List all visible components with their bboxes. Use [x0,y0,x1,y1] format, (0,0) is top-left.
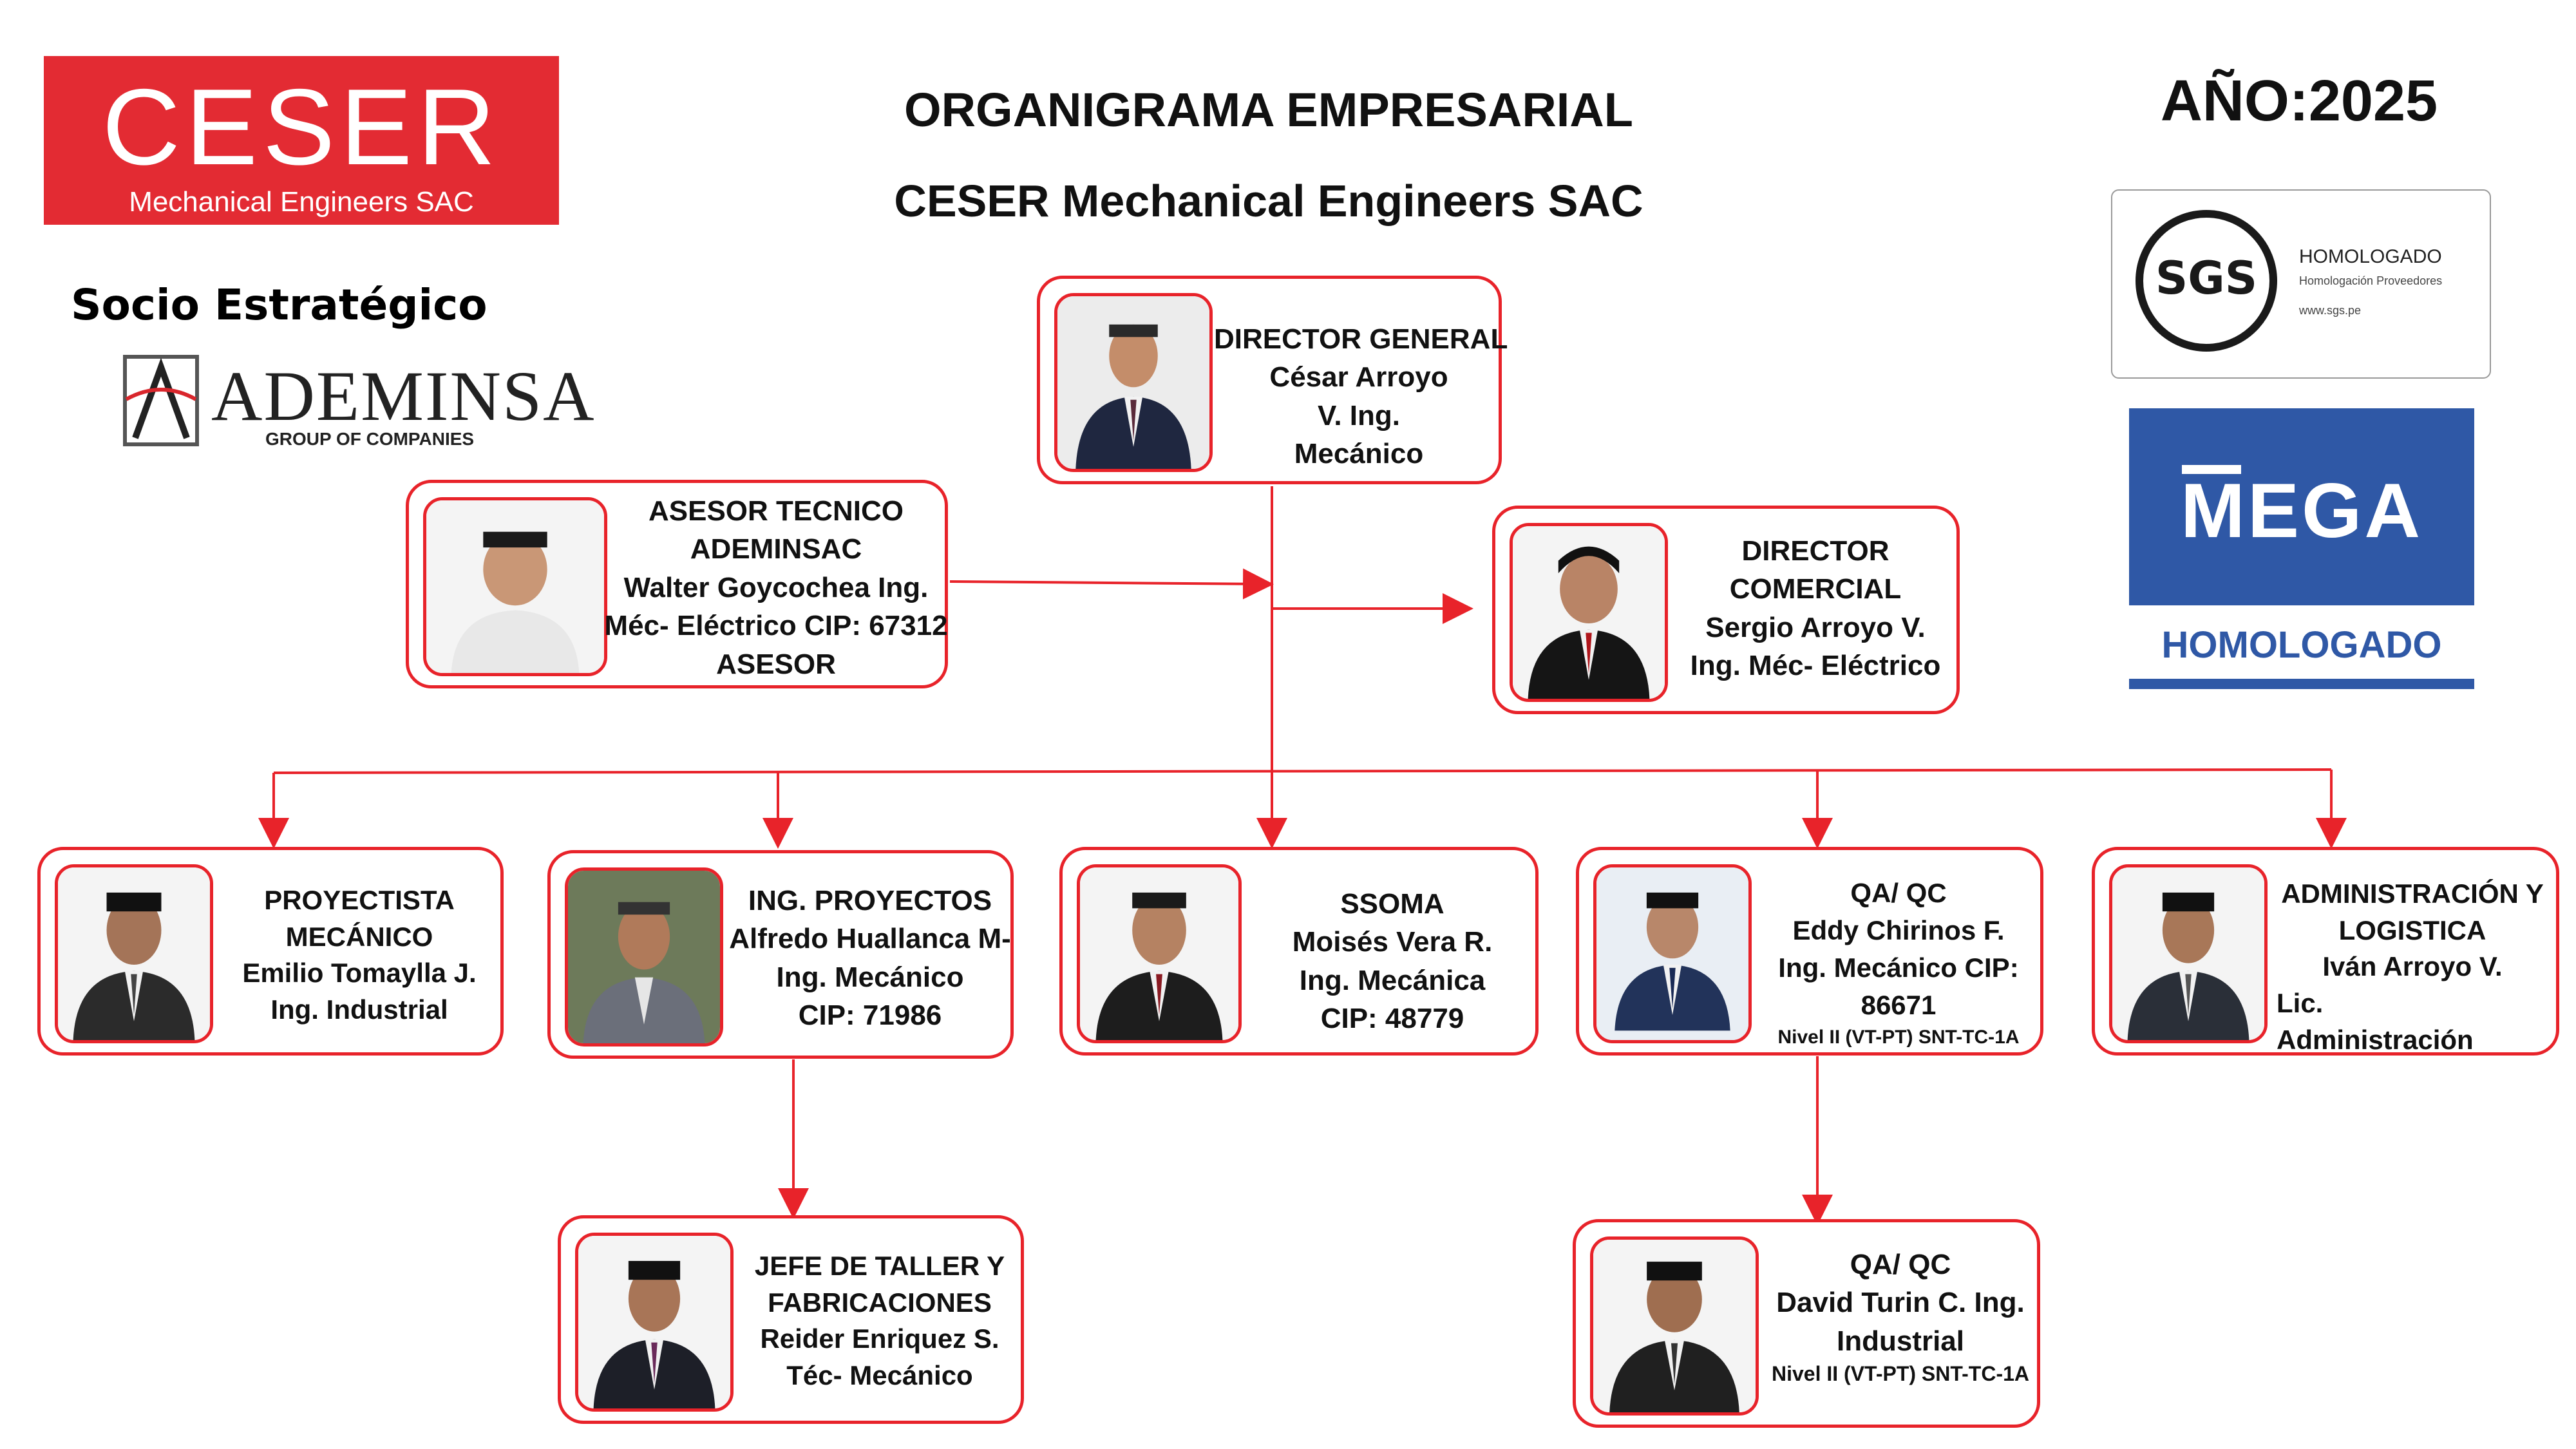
role-label: QA/ QC [1850,1249,1951,1280]
ceser-logo-word: CESER [102,66,501,187]
node-proyectista-mecanico: PROYECTISTA MECÁNICO Emilio Tomaylla J. … [37,847,504,1056]
ademinsa-group: GROUP OF COMPANIES [265,429,475,449]
role-label: PROYECTISTA [264,885,455,915]
sgs-line-1: HOMOLOGADO [2299,246,2442,267]
mega-bar-icon [2182,465,2241,474]
photo-proyectista [55,864,213,1043]
sgs-badge: SGS HOMOLOGADO Homologación Proveedores … [2111,189,2491,379]
person-detail: Ing. Mecánica [1299,964,1486,996]
role-label: MECÁNICO [285,921,433,952]
person-detail: Méc- Eléctrico CIP: 67312 [604,610,948,642]
person-name: Sergio Arroyo V. [1705,611,1926,643]
ademinsa-name: ADEMINSA [211,357,596,435]
node-qa-qc-eddy: QA/ QC Eddy Chirinos F. Ing. Mecánico CI… [1576,847,2043,1056]
photo-director-comercial [1510,523,1668,702]
node-ing-proyectos: ING. PROYECTOS Alfredo Huallanca M- Ing.… [547,850,1014,1059]
person-icon [1593,1240,1756,1412]
person-icon [568,871,720,1043]
person-detail: Ing. Mecánico CIP: [1778,952,2019,983]
photo-administracion [2109,864,2268,1043]
ademinsa-logo: ADEMINSA GROUP OF COMPANIES [122,353,594,456]
person-name: Walter Goycochea Ing. [623,571,929,603]
person-detail: ASESOR [716,648,836,680]
person-icon [1513,526,1665,699]
person-detail: Industrial [1836,1325,1965,1357]
sgs-mark: SGS [2155,252,2258,305]
person-name: Moisés Vera R. [1292,926,1493,958]
role-label: FABRICACIONES [768,1287,992,1318]
mega-homologado: HOMOLOGADO [2161,624,2442,666]
photo-asesor [423,497,607,676]
photo-jefe-taller [575,1233,734,1412]
ademinsa-mark-icon [123,355,199,446]
role-label: COMERCIAL [1729,573,1902,605]
person-icon [426,500,604,673]
person-detail: Mecánico [1294,438,1424,470]
role-label: JEFE DE TALLER Y [754,1251,1005,1281]
person-detail: V. Ing. [1318,399,1400,431]
node-ssoma: SSOMA Moisés Vera R. Ing. Mecánica CIP: … [1059,847,1539,1056]
mega-word: MEGA [2181,468,2423,554]
person-icon [1596,867,1748,1040]
person-name: Alfredo Huallanca M- [729,923,1011,955]
photo-director-general [1054,293,1213,472]
certification-level: Nivel II (VT-PT) SNT-TC-1A [1777,1026,2020,1048]
person-detail: CIP: 71986 [798,999,942,1032]
node-administracion-logistica: ADMINISTRACIÓN Y LOGISTICA Iván Arroyo V… [2092,847,2559,1056]
year-label: AÑO:2025 [2160,69,2438,133]
page-title: ORGANIGRAMA EMPRESARIAL [904,83,1633,137]
role-label: ADEMINSAC [690,533,862,565]
person-detail: Ing. Industrial [270,994,448,1025]
person-detail: Téc- Mecánico [786,1360,973,1391]
photo-qa-qc-eddy [1593,864,1752,1043]
photo-ing-proyectos [565,867,723,1046]
person-detail: Administración [2277,1024,2474,1055]
role-label: QA/ QC [1850,878,1947,908]
line-bus [273,768,2332,774]
person-name: Reider Enriquez S. [760,1323,999,1354]
certification-level: Nivel II (VT-PT) SNT-TC-1A [1771,1362,2030,1386]
node-qa-qc-david: QA/ QC David Turin C. Ing. Industrial Ni… [1573,1219,2040,1428]
role-label: SSOMA [1340,888,1444,920]
person-name: David Turin C. Ing. [1776,1287,2025,1319]
person-detail: 86671 [1861,989,1937,1020]
person-detail: Lic. [2277,988,2324,1019]
mega-badge: MEGA HOMOLOGADO [2129,408,2474,689]
role-label: ING. PROYECTOS [748,885,992,916]
socio-label: Socio Estratégico [71,280,488,330]
node-jefe-taller: JEFE DE TALLER Y FABRICACIONES Reider En… [558,1215,1024,1424]
node-director-comercial: DIRECTOR COMERCIAL Sergio Arroyo V. Ing.… [1492,506,1960,714]
person-icon [58,867,210,1040]
person-icon [1057,296,1209,469]
person-detail: CIP: 48779 [1320,1003,1464,1035]
person-icon [1080,867,1238,1040]
ceser-logo-tagline: Mechanical Engineers SAC [129,186,474,218]
node-director-general: DIRECTOR GENERAL César Arroyo V. Ing. Me… [1037,276,1508,484]
page-subtitle: CESER Mechanical Engineers SAC [894,176,1643,226]
person-name: Eddy Chirinos F. [1792,914,2005,945]
person-detail: Ing. Méc- Eléctrico [1690,650,1941,682]
role-label: LOGISTICA [2338,914,2486,945]
person-icon [2112,867,2264,1040]
line-asesor [949,568,1274,600]
person-name: Iván Arroyo V. [2322,951,2503,982]
role-label: DIRECTOR GENERAL [1214,323,1508,355]
photo-qa-qc-david [1590,1236,1759,1416]
mega-band [2129,605,2474,679]
role-label: ASESOR TECNICO [648,495,904,527]
ceser-logo: CESER Mechanical Engineers SAC [44,56,559,225]
role-label: ADMINISTRACIÓN Y [2281,878,2544,909]
person-detail: Ing. Mecánico [776,961,964,993]
role-label: DIRECTOR [1741,535,1889,567]
node-asesor-tecnico: ASESOR TECNICO ADEMINSAC Walter Goycoche… [406,480,948,688]
person-name: César Arroyo [1269,361,1448,393]
person-name: Emilio Tomaylla J. [242,958,477,989]
person-icon [578,1236,730,1408]
sgs-line-3: www.sgs.pe [2299,304,2362,317]
sgs-line-2: Homologación Proveedores [2299,274,2443,287]
photo-ssoma [1077,864,1242,1043]
